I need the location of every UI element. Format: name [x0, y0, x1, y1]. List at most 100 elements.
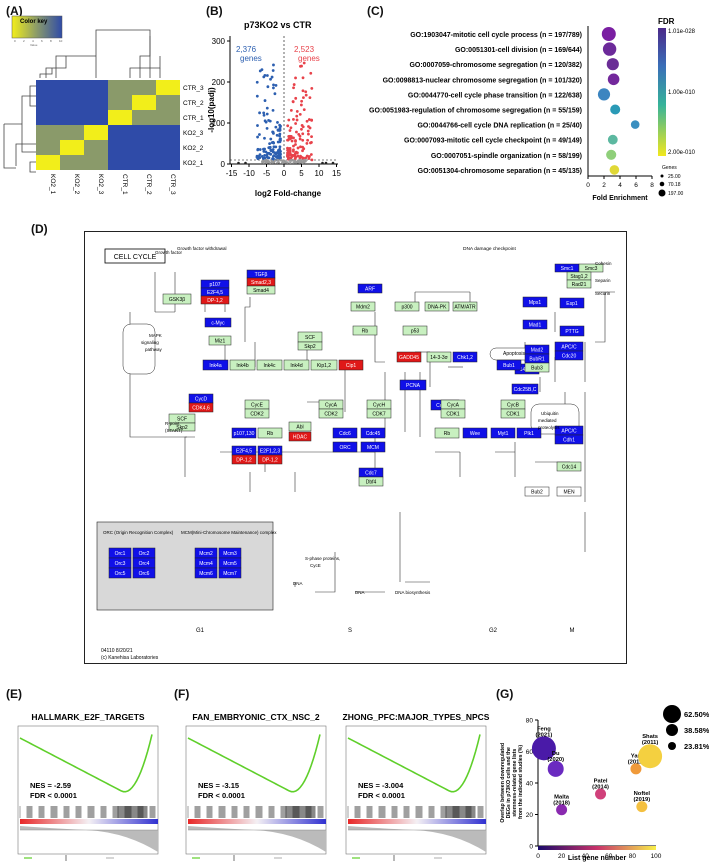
gene-node-label: Smc1 — [561, 266, 574, 272]
panel-label-c: (C) — [367, 4, 384, 18]
heatmap-cell — [156, 95, 180, 110]
volcano-point — [274, 83, 278, 87]
kegg-label: R-point — [165, 421, 180, 426]
volcano-point — [296, 146, 300, 150]
gene-node-label: Cdc45 — [366, 431, 381, 437]
go-enrichment-chart: GO:1903047-mitotic cell cycle process (n… — [369, 17, 696, 202]
go-xlabel: Fold Enrichment — [592, 195, 648, 202]
volcano-point — [296, 154, 300, 158]
overlap-ytick: 40 — [526, 781, 534, 788]
gene-node-label: CycH — [373, 403, 386, 409]
volcano-title: p73KO2 vs CTR — [244, 20, 312, 30]
heatmap-cell — [84, 155, 108, 170]
gene-node-label: p53 — [411, 329, 420, 335]
gene-node-label: Cdc6 — [339, 431, 351, 437]
heatmap-cell — [36, 110, 60, 125]
volcano-xtick: -5 — [263, 169, 271, 178]
overlap-point-label: Noftel — [634, 791, 651, 797]
gene-node-label: Ink4a — [209, 363, 221, 369]
gene-node-label: CDK2 — [324, 412, 338, 418]
volcano-point — [270, 75, 274, 79]
volcano-point — [273, 151, 277, 155]
heatmap-cell — [156, 155, 180, 170]
gene-node — [257, 454, 283, 465]
gene-node — [490, 427, 516, 439]
gene-node-label: ATM/ATR — [454, 305, 476, 311]
volcano-point — [275, 151, 279, 154]
gene-node-label: Rb — [362, 329, 369, 335]
gene-node-label: Rb — [267, 431, 274, 437]
volcano-point — [302, 108, 306, 112]
gene-node — [511, 383, 539, 395]
gene-node-label: APC/C — [561, 429, 577, 435]
go-xtick: 4 — [618, 182, 622, 189]
heatmap-row-label: KO2_1 — [183, 160, 204, 167]
volcano-point — [276, 121, 279, 124]
overlap-point-year: (2011) — [628, 759, 645, 765]
volcano-point — [293, 152, 297, 156]
volcano-point-ns — [279, 158, 282, 162]
volcano-point — [274, 145, 278, 149]
orc-title: ORC (Origin Recognition Complex) — [103, 530, 174, 535]
volcano-point — [278, 140, 282, 144]
gene-node-label: Rad21 — [572, 282, 587, 288]
volcano-ytick: 0 — [221, 160, 226, 169]
gene-node-label: Bub1 — [503, 363, 515, 369]
volcano-point — [301, 76, 305, 80]
volcano-point — [287, 147, 291, 151]
color-key-tick: 2 — [23, 39, 25, 43]
gene-node-label: Smc3 — [585, 266, 598, 272]
gene-node — [310, 359, 338, 371]
volcano-point — [272, 63, 275, 67]
overlap-point-year: (2014) — [592, 785, 609, 791]
gene-node-label: Ink4b — [236, 363, 248, 369]
volcano-point — [286, 151, 289, 155]
volcano-point — [309, 141, 312, 145]
volcano-point — [262, 111, 266, 115]
kegg-label: DNA — [355, 590, 365, 595]
volcano-point — [271, 157, 274, 161]
volcano-point — [276, 155, 280, 159]
volcano-point-ns — [289, 161, 292, 165]
overlap-xtick: 80 — [629, 853, 637, 860]
volcano-point — [286, 124, 290, 128]
color-key-tick: 4 — [32, 39, 34, 43]
gene-node-label: Rb — [444, 431, 451, 437]
gsea-title: HALLMARK_E2F_TARGETS — [31, 712, 145, 722]
volcano-point — [271, 108, 275, 112]
gene-node — [162, 293, 192, 305]
gene-node-label: DNA-PK — [428, 305, 448, 311]
gene-node — [283, 359, 310, 371]
heatmap-cell — [36, 125, 60, 140]
volcano-point — [288, 137, 292, 141]
gene-node-label: Orc1 — [115, 551, 126, 557]
heatmap-cell — [132, 95, 156, 110]
volcano-point — [295, 110, 299, 113]
overlap-point-label: Malta — [554, 794, 570, 800]
kegg-label: (START) — [165, 428, 183, 433]
gene-node — [399, 379, 427, 391]
overlap-point — [556, 804, 568, 816]
gsea-fdr: FDR < 0.0001 — [198, 791, 245, 800]
volcano-point-ns — [282, 161, 285, 164]
gene-node-label: 14-3-3σ — [430, 355, 448, 361]
go-term-label: GO:0007051-spindle organization (n = 58/… — [431, 153, 582, 160]
heatmap-cell — [108, 155, 132, 170]
volcano-point — [295, 118, 299, 122]
gsea-nes: NES = -2.59 — [30, 781, 71, 790]
overlap-bubble-chart: Overlap between downregulated DEGs in p7… — [500, 705, 709, 862]
gene-node-label: p107,130 — [234, 431, 255, 437]
mapk-box — [122, 323, 156, 375]
volcano-point — [268, 142, 271, 146]
go-xtick: 0 — [586, 182, 590, 189]
volcano-point-extreme — [237, 161, 240, 165]
heatmap-cell — [108, 140, 132, 155]
color-key-title: Color key — [20, 19, 48, 25]
gene-node-label: Dbf4 — [366, 480, 377, 486]
gene-node-label: Smad4 — [253, 288, 269, 294]
heatmap-row-label: CTR_1 — [183, 115, 204, 122]
fdr-legend-title: FDR — [658, 17, 675, 26]
gene-node-label: Cip1 — [346, 363, 357, 369]
